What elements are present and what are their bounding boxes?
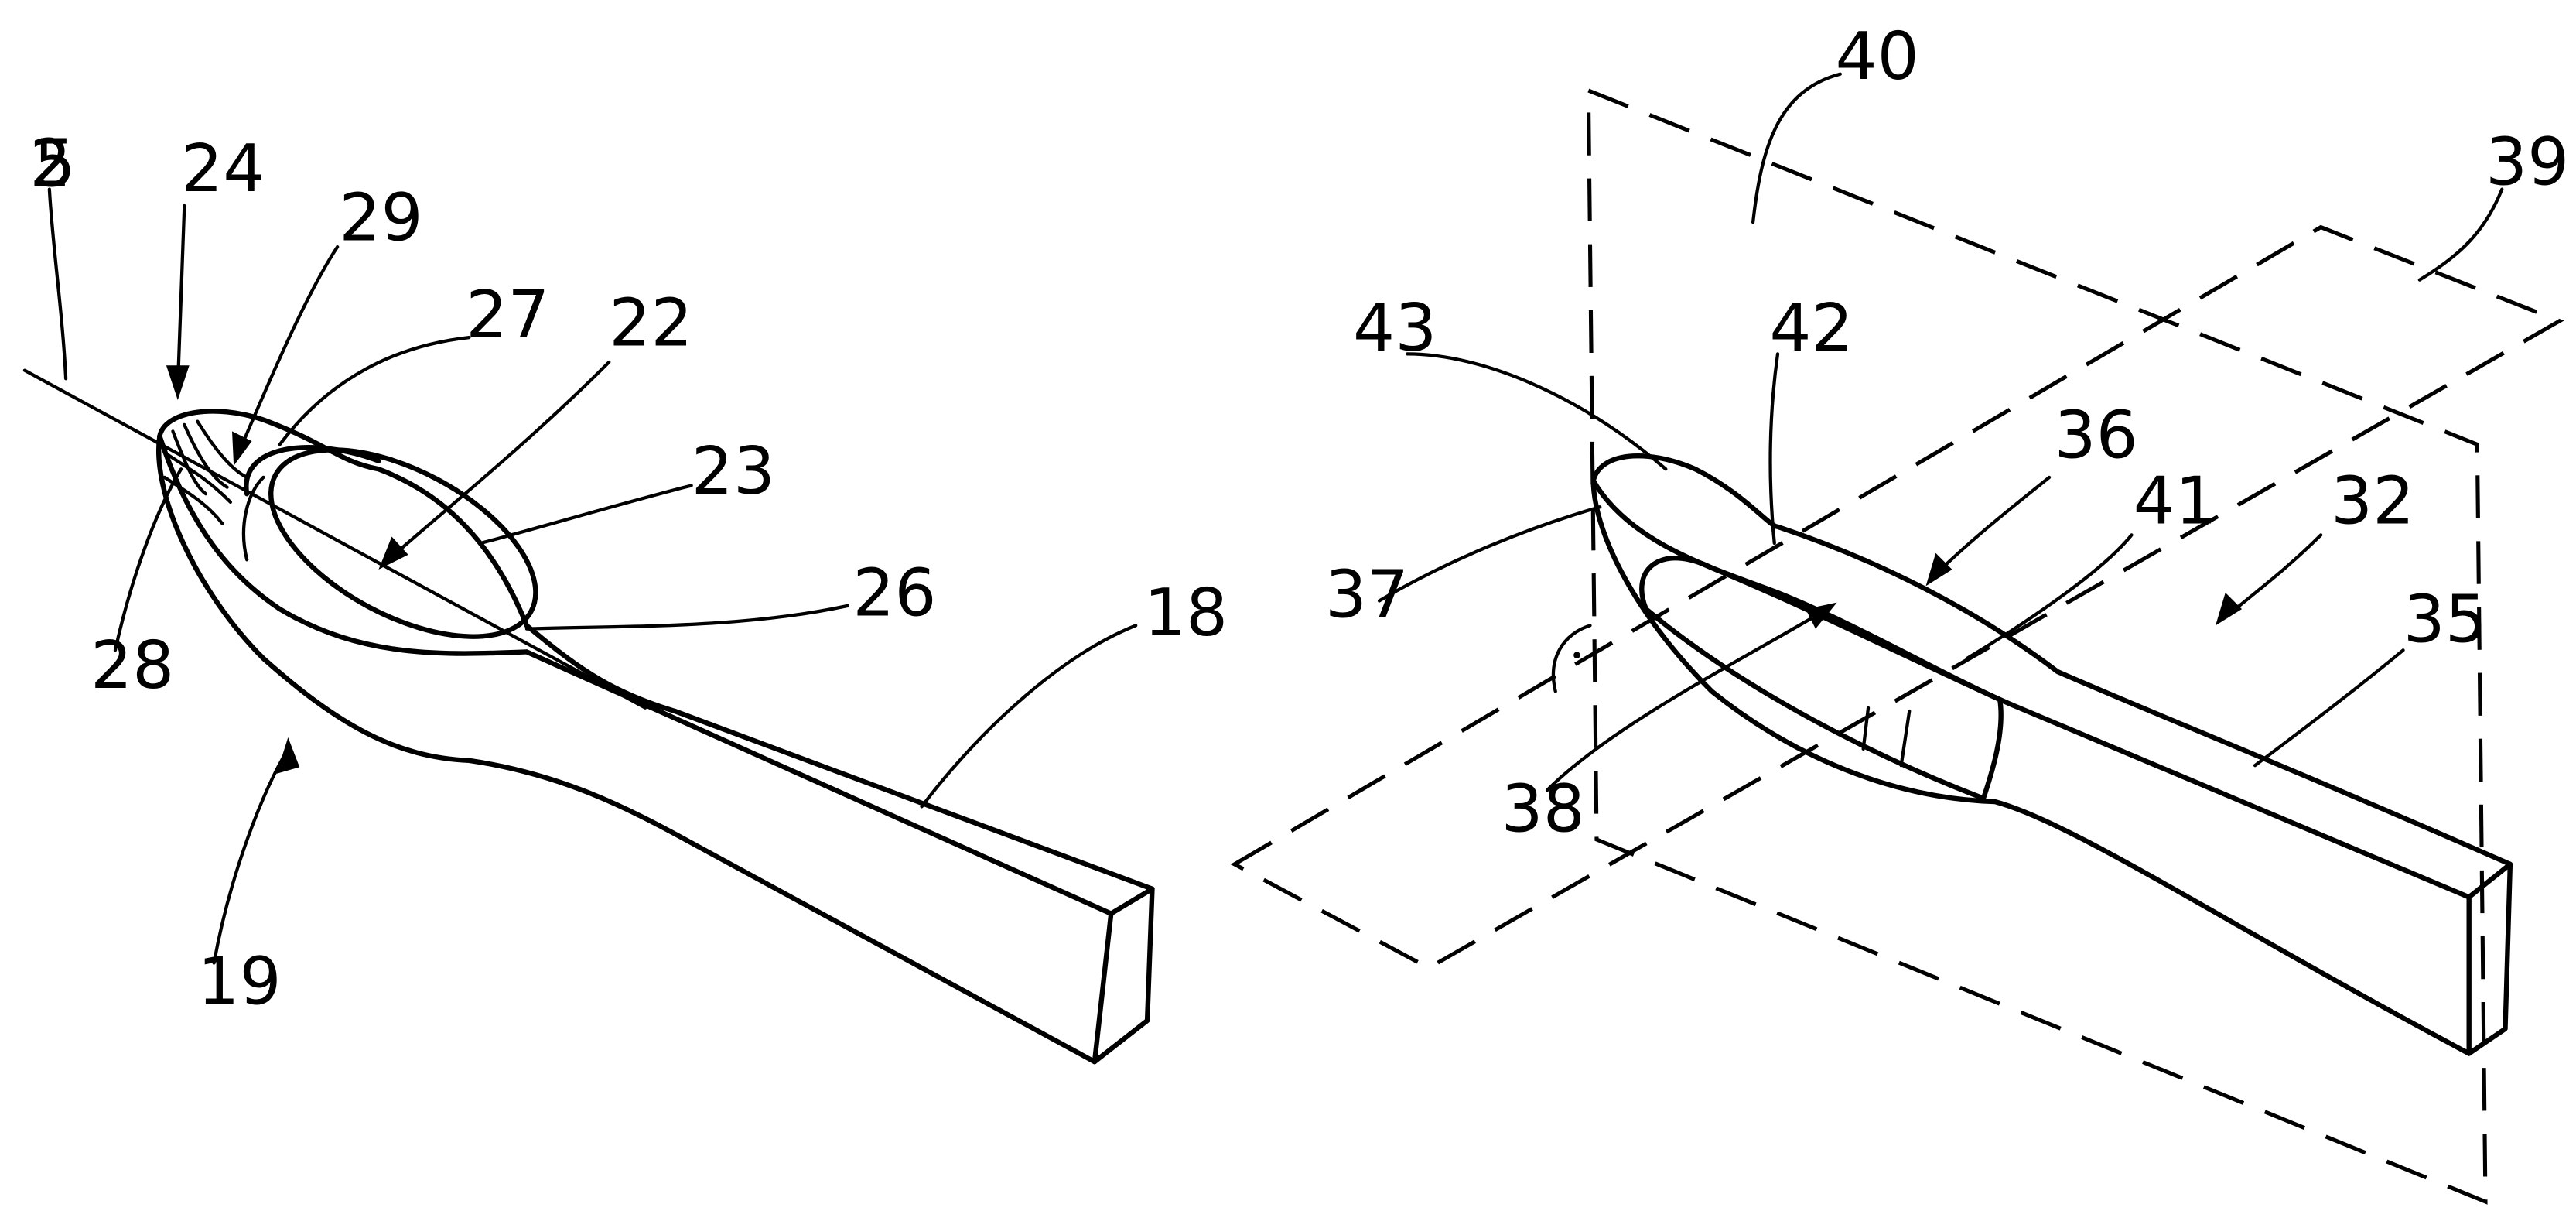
left-spoon-figure: 25 24 29 27 22 23 26 18 28 19: [25, 125, 1228, 1062]
leader-lines-right: [1379, 74, 2502, 765]
label-35: 35: [2403, 582, 2487, 658]
right-plane-figure: 40 39 43 42 36 41 32 37 35 38: [1235, 19, 2569, 1202]
tool-handle-mid: [2011, 705, 2469, 898]
spoon-outer-contour: [159, 436, 1095, 1062]
arrow-24: [166, 206, 190, 400]
vertical-plane-40: [1588, 91, 2485, 1202]
label-22: 22: [609, 286, 692, 362]
label-36: 36: [2054, 397, 2137, 474]
label-43: 43: [1353, 290, 1437, 367]
arrow-36: [1926, 477, 2050, 586]
label-42: 42: [1769, 290, 1853, 367]
label-38: 38: [1502, 771, 1585, 847]
arrow-38: [1547, 603, 1836, 791]
label-29: 29: [339, 180, 422, 257]
label-39: 39: [2485, 124, 2569, 200]
leader-lines-left: [50, 190, 1136, 807]
arrow-32: [2216, 535, 2321, 625]
label-24: 24: [181, 131, 265, 207]
label-40: 40: [1835, 19, 1918, 95]
label-26: 26: [852, 556, 936, 632]
label-23: 23: [692, 433, 775, 510]
label-18: 18: [1144, 575, 1228, 652]
tool-rim-bottom: [1594, 481, 2011, 704]
arrow-29: [232, 247, 337, 466]
label-19: 19: [197, 944, 281, 1021]
label-32: 32: [2331, 463, 2414, 540]
label-28: 28: [91, 628, 174, 704]
handle-top-edge: [675, 711, 1152, 889]
label-25: 25: [29, 125, 76, 202]
bowl-inner-edge: [246, 447, 378, 494]
label-41: 41: [2134, 463, 2217, 540]
tool-outer-contour: [1594, 481, 2469, 1053]
handle-middle-edge: [527, 652, 1111, 913]
right-angle-dot: [1573, 652, 1580, 658]
label-37: 37: [1325, 557, 1409, 634]
handle-cut-face: [1095, 889, 1152, 1062]
tool-handle-cut-face: [2469, 864, 2510, 1054]
arrow-19: [214, 737, 300, 963]
label-27: 27: [466, 277, 549, 354]
